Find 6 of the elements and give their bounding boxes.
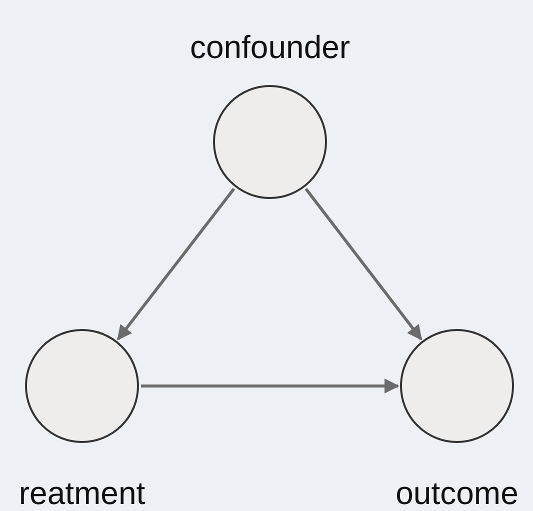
node-label: outcome <box>396 474 518 511</box>
node-label: confounder <box>190 28 350 67</box>
node-label: reatment <box>18 474 146 511</box>
arrow <box>141 378 400 394</box>
arrow <box>304 188 422 340</box>
arrow <box>116 188 236 340</box>
